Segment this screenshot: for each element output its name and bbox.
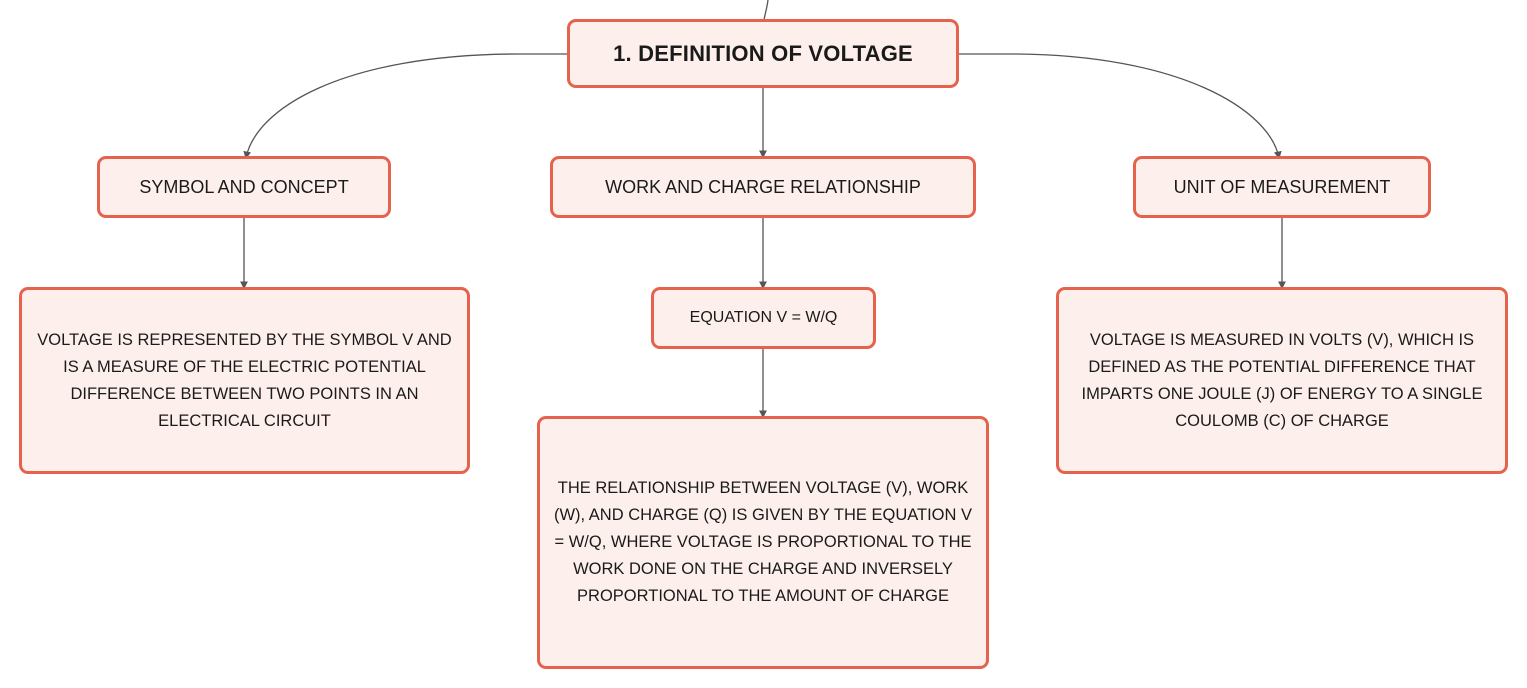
incoming-connector [763,0,769,21]
connector-root-symbol [243,53,567,160]
detail-node-text: VOLTAGE IS REPRESENTED BY THE SYMBOL V A… [37,330,452,430]
branch-node-symbol-and-concept[interactable]: SYMBOL AND CONCEPT [97,156,391,218]
branch-node-work-and-charge[interactable]: WORK AND CHARGE RELATIONSHIP [550,156,976,218]
branch-node-label: WORK AND CHARGE RELATIONSHIP [605,176,921,197]
detail-node-text: VOLTAGE IS MEASURED IN VOLTS (V), WHICH … [1081,330,1483,430]
branch-node-label: UNIT OF MEASUREMENT [1173,176,1391,197]
detail-node-text: THE RELATIONSHIP BETWEEN VOLTAGE (V), WO… [553,479,973,605]
root-node[interactable]: 1. DEFINITION OF VOLTAGE [567,19,959,88]
branch-node-unit-of-measurement[interactable]: UNIT OF MEASUREMENT [1133,156,1431,218]
detail-node-symbol-and-concept[interactable]: VOLTAGE IS REPRESENTED BY THE SYMBOL V A… [19,287,470,474]
equation-node[interactable]: EQUATION V = W/Q [651,287,876,349]
branch-node-label: SYMBOL AND CONCEPT [139,176,349,197]
connector-root-unit [959,53,1282,160]
detail-node-work-and-charge[interactable]: THE RELATIONSHIP BETWEEN VOLTAGE (V), WO… [537,416,989,669]
detail-node-unit-of-measurement[interactable]: VOLTAGE IS MEASURED IN VOLTS (V), WHICH … [1056,287,1508,474]
root-node-label: 1. DEFINITION OF VOLTAGE [613,40,913,66]
equation-node-label: EQUATION V = W/Q [689,309,838,326]
